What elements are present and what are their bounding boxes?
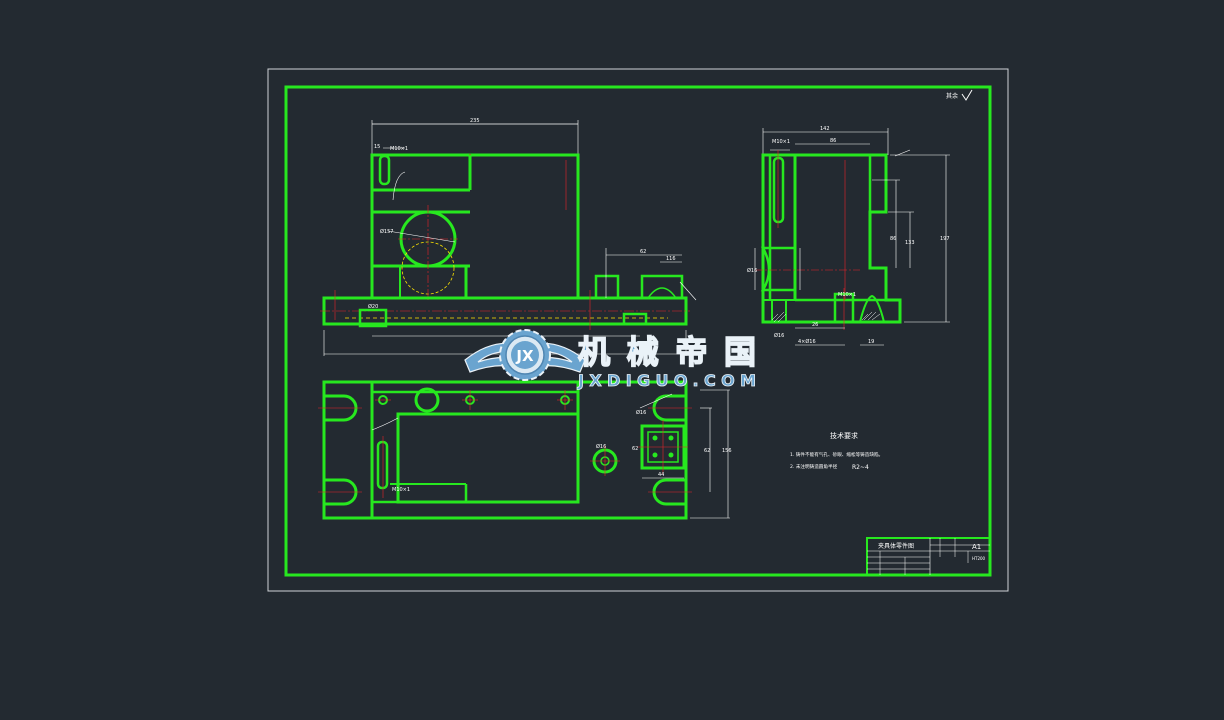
technical-notes: 技术要求 1. 铸件不能有气孔、砂眼、缩松等铸造缺陷。 2. 未注明铸造圆角半径… bbox=[790, 431, 883, 471]
dim-side-bottom-26: 26 bbox=[812, 322, 818, 328]
title-block: 夹具体零件图 A1 HT200 bbox=[866, 537, 991, 576]
side-view: 142 86 M10×1 197 133 86 bbox=[747, 126, 950, 346]
notes-line-2: 2. 未注明铸造圆角半径 bbox=[790, 463, 838, 470]
dim-top-15: 15 bbox=[374, 144, 380, 150]
dim-right-62: 62 bbox=[640, 249, 646, 255]
dim-side-sub: 86 bbox=[890, 236, 896, 242]
dim-side-mid: 133 bbox=[905, 240, 915, 246]
title-block-name: 夹具体零件图 bbox=[878, 542, 914, 550]
dim-side-bottom-19: 19 bbox=[868, 339, 874, 345]
dim-side-bottom-m10: M10×1 bbox=[838, 292, 856, 298]
dim-side-inner: 86 bbox=[830, 138, 836, 144]
sheet-border bbox=[267, 68, 1009, 592]
watermark-logo: JX 机械帝国 JXDIGUO.COM bbox=[464, 329, 757, 390]
dim-side-height: 197 bbox=[940, 236, 950, 242]
notes-heading: 技术要求 bbox=[830, 431, 858, 440]
dim-top-dia: Ø157 bbox=[380, 228, 393, 235]
dim-side-bottom-dia: Ø16 bbox=[774, 332, 784, 339]
dim-side-bottom-note: 4×Ø16 bbox=[798, 338, 816, 345]
dim-side-m10: M10×1 bbox=[772, 139, 790, 145]
dim-right-116: 116 bbox=[666, 256, 676, 262]
roughness-symbol: 其余 bbox=[946, 89, 973, 101]
svg-text:其余: 其余 bbox=[946, 92, 958, 100]
gear-icon bbox=[499, 329, 551, 381]
dim-plan-m10: M10×1 bbox=[392, 487, 410, 493]
dim-side-left: Ø16 bbox=[747, 267, 757, 274]
dim-top-40: Ø20 bbox=[368, 303, 378, 310]
title-block-mark: HT200 bbox=[972, 556, 986, 561]
logo-letters: JX bbox=[515, 347, 534, 365]
drawing-frame bbox=[284, 85, 992, 577]
dim-plan-156: 156 bbox=[722, 448, 732, 454]
title-block-size: A1 bbox=[972, 543, 981, 551]
dim-plan-dia: Ø16 bbox=[596, 443, 606, 450]
dim-plan-62b: 62 bbox=[704, 448, 710, 454]
dim-top-overall: 235 bbox=[470, 118, 480, 124]
dim-side-overall: 142 bbox=[820, 126, 830, 132]
front-view: 235 15 M10×1 Ø157 Ø20 bbox=[320, 118, 697, 356]
notes-line-1: 1. 铸件不能有气孔、砂眼、缩松等铸造缺陷。 bbox=[790, 451, 883, 458]
watermark-chinese: 机械帝国 bbox=[578, 333, 756, 371]
dim-plan-angle: Ø16 bbox=[636, 409, 646, 416]
dim-plan-62a: 62 bbox=[632, 446, 638, 452]
dim-plan-44: 44 bbox=[658, 472, 664, 478]
dim-top-m10: M10×1 bbox=[390, 146, 408, 152]
plan-view: M10×1 Ø16 44 62 Ø16 62 156 bbox=[318, 380, 732, 520]
notes-line-2-value: R2~4 bbox=[852, 464, 869, 471]
